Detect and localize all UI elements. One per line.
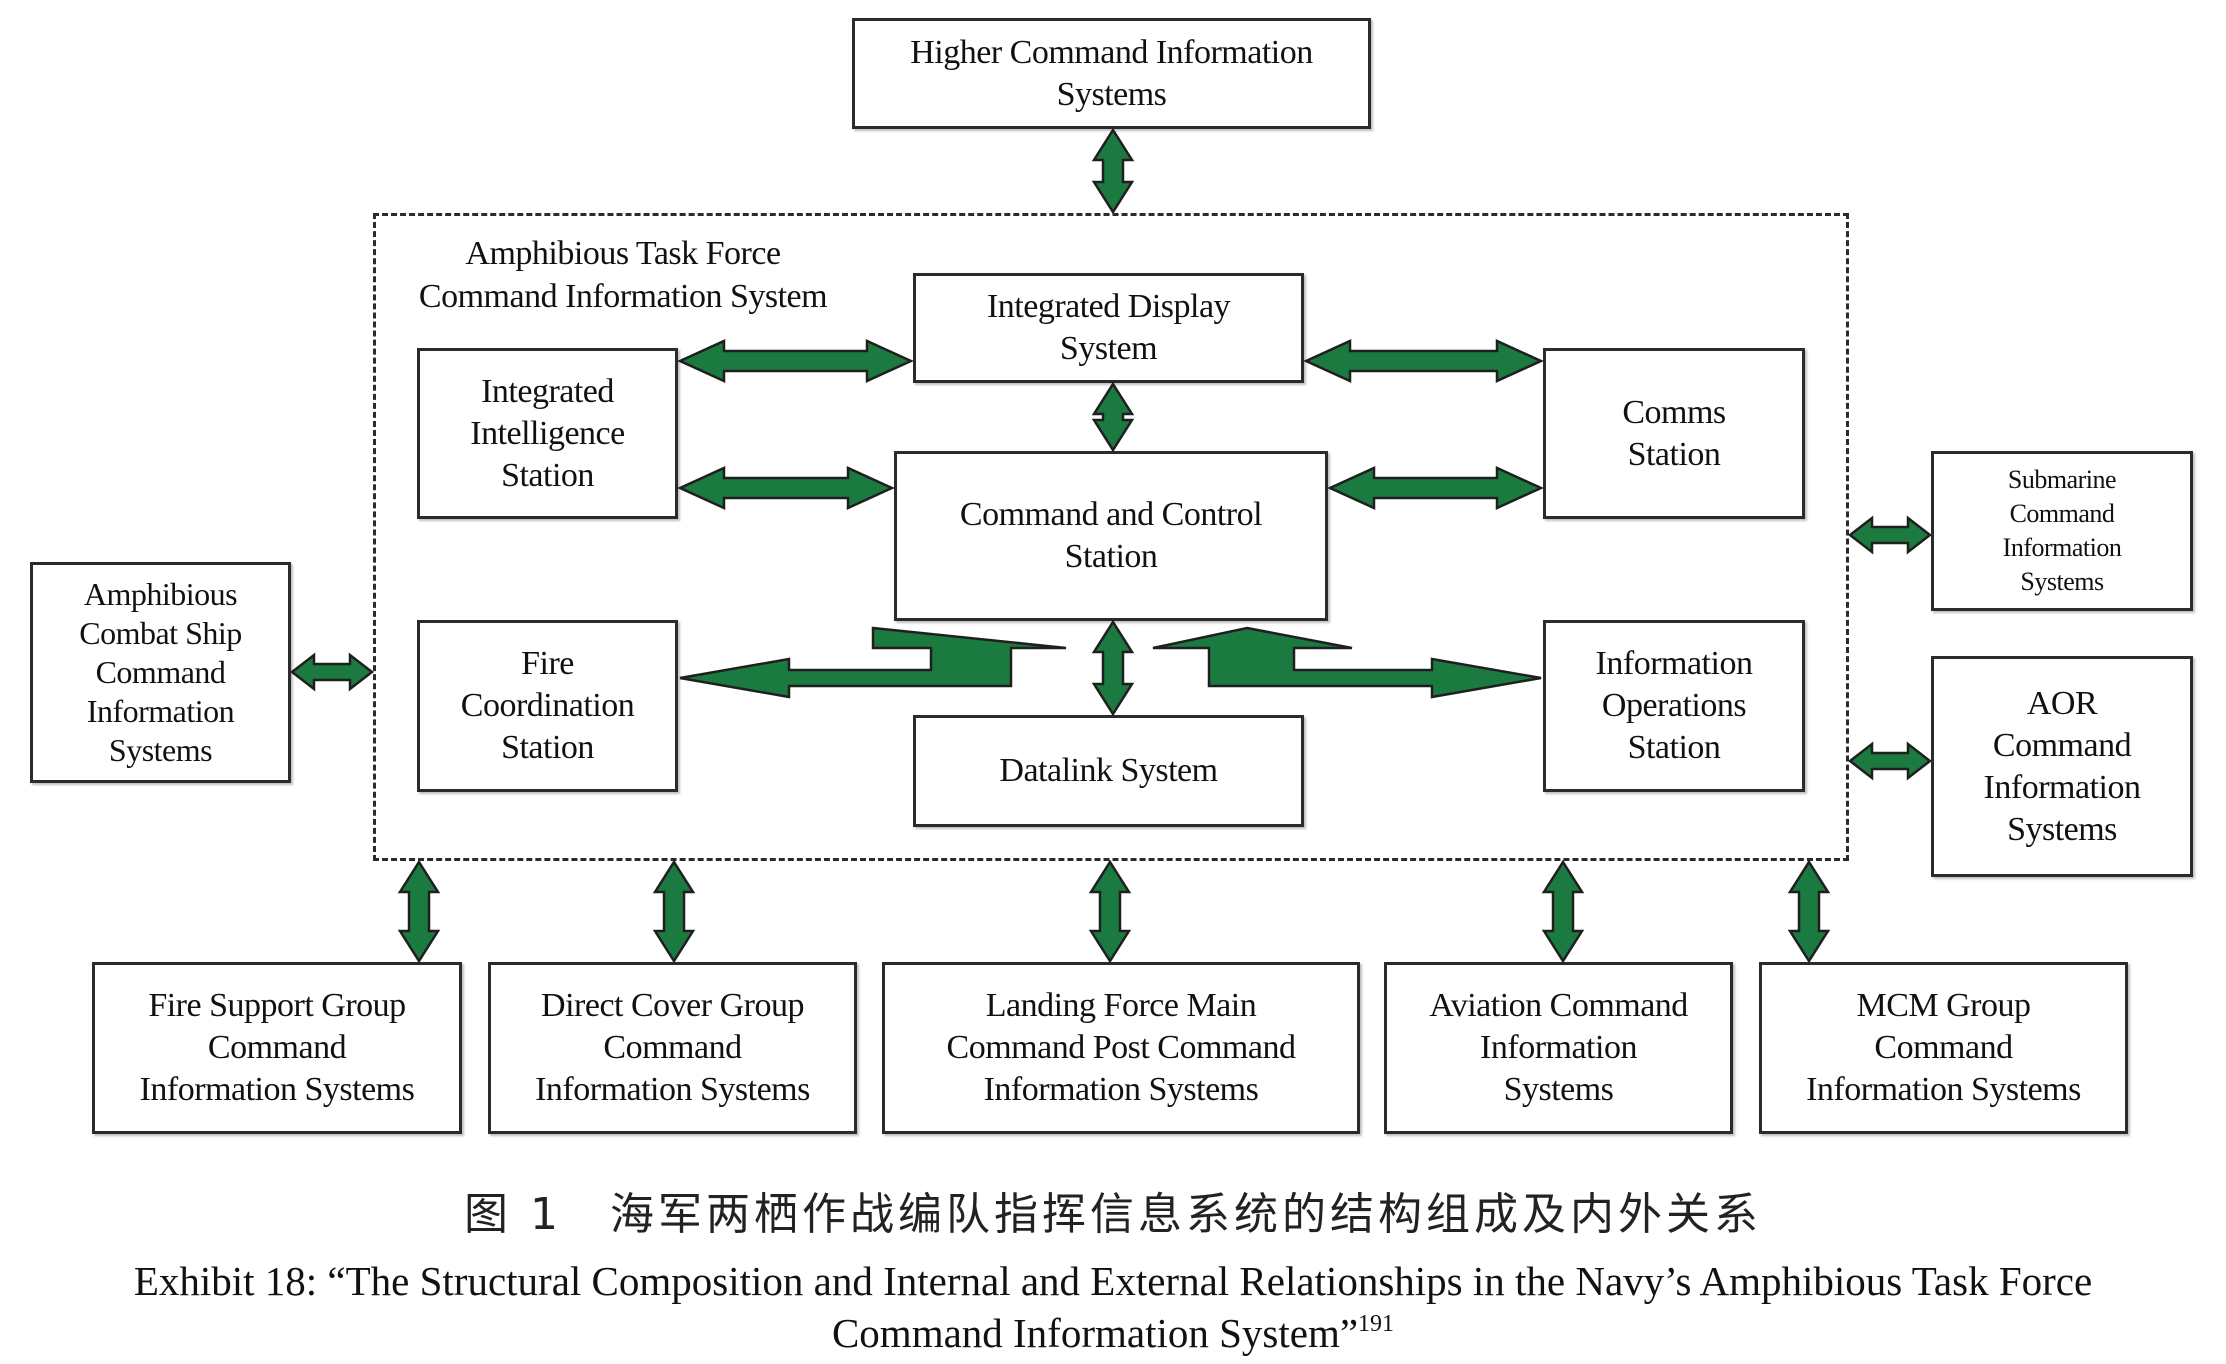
datalink-box: Datalink System bbox=[913, 715, 1304, 827]
information-operations-label: Information Operations Station bbox=[1595, 645, 1753, 766]
fire-support-group-box: Fire Support Group Command Information S… bbox=[92, 962, 462, 1134]
fire-coordination-box: Fire Coordination Station bbox=[417, 620, 678, 792]
aviation-command-box: Aviation Command Information Systems bbox=[1384, 962, 1733, 1134]
caption-chinese: 图 1 海军两栖作战编队指挥信息系统的结构组成及内外关系 bbox=[464, 1189, 1762, 1240]
higher-command-box: Higher Command Information Systems bbox=[852, 18, 1371, 129]
information-operations-box: Information Operations Station bbox=[1543, 620, 1805, 792]
direct-cover-group-label: Direct Cover Group Command Information S… bbox=[535, 987, 810, 1108]
submarine-label: Submarine Command Information Systems bbox=[2002, 465, 2122, 596]
command-control-box: Command and Control Station bbox=[894, 451, 1328, 621]
arrow-amphib-ship bbox=[289, 652, 375, 692]
arrow-mcm bbox=[1787, 859, 1831, 964]
arrow-fire-support bbox=[397, 859, 441, 964]
aor-label: AOR Command Information Systems bbox=[1983, 684, 2141, 848]
aviation-command-label: Aviation Command Information Systems bbox=[1429, 987, 1688, 1108]
arrow-aviation bbox=[1541, 859, 1585, 964]
landing-force-box: Landing Force Main Command Post Command … bbox=[882, 962, 1360, 1134]
task-force-container bbox=[373, 213, 1849, 861]
integrated-display-label: Integrated Display System bbox=[986, 288, 1231, 367]
integrated-intelligence-label: Integrated Intelligence Station bbox=[470, 372, 625, 494]
arrow-higher-command bbox=[1091, 127, 1135, 215]
caption-english: Exhibit 18: “The Structural Composition … bbox=[0, 1255, 2226, 1359]
higher-command-label: Higher Command Information Systems bbox=[910, 33, 1313, 113]
integrated-intelligence-box: Integrated Intelligence Station bbox=[417, 348, 678, 519]
direct-cover-group-box: Direct Cover Group Command Information S… bbox=[488, 962, 857, 1134]
datalink-label: Datalink System bbox=[999, 752, 1218, 789]
landing-force-label: Landing Force Main Command Post Command … bbox=[946, 987, 1296, 1108]
amphibious-combat-ship-box: Amphibious Combat Ship Command Informati… bbox=[30, 562, 291, 783]
caption-footnote: 191 bbox=[1358, 1311, 1395, 1337]
submarine-box: Submarine Command Information Systems bbox=[1931, 451, 2193, 611]
fire-support-group-label: Fire Support Group Command Information S… bbox=[139, 987, 415, 1108]
arrow-aor bbox=[1847, 741, 1933, 781]
fire-coordination-label: Fire Coordination Station bbox=[460, 645, 635, 766]
task-force-title: Amphibious Task Force Command Informatio… bbox=[418, 235, 828, 315]
amphibious-combat-ship-label: Amphibious Combat Ship Command Informati… bbox=[79, 576, 242, 768]
arrow-submarine bbox=[1847, 515, 1933, 555]
aor-box: AOR Command Information Systems bbox=[1931, 656, 2193, 877]
caption-english-line2-wrap: Command Information System”191 bbox=[0, 1307, 2226, 1359]
comms-station-label: Comms Station bbox=[1622, 393, 1726, 473]
mcm-group-label: MCM Group Command Information Systems bbox=[1806, 987, 2081, 1108]
arrow-direct-cover bbox=[652, 859, 696, 964]
comms-station-box: Comms Station bbox=[1543, 348, 1805, 519]
integrated-display-box: Integrated Display System bbox=[913, 273, 1304, 383]
caption-english-line1: Exhibit 18: “The Structural Composition … bbox=[133, 1258, 2093, 1304]
command-control-label: Command and Control Station bbox=[959, 496, 1263, 575]
mcm-group-box: MCM Group Command Information Systems bbox=[1759, 962, 2128, 1134]
caption-english-line2: Command Information System” bbox=[831, 1310, 1359, 1356]
arrow-landing-force bbox=[1088, 859, 1132, 964]
